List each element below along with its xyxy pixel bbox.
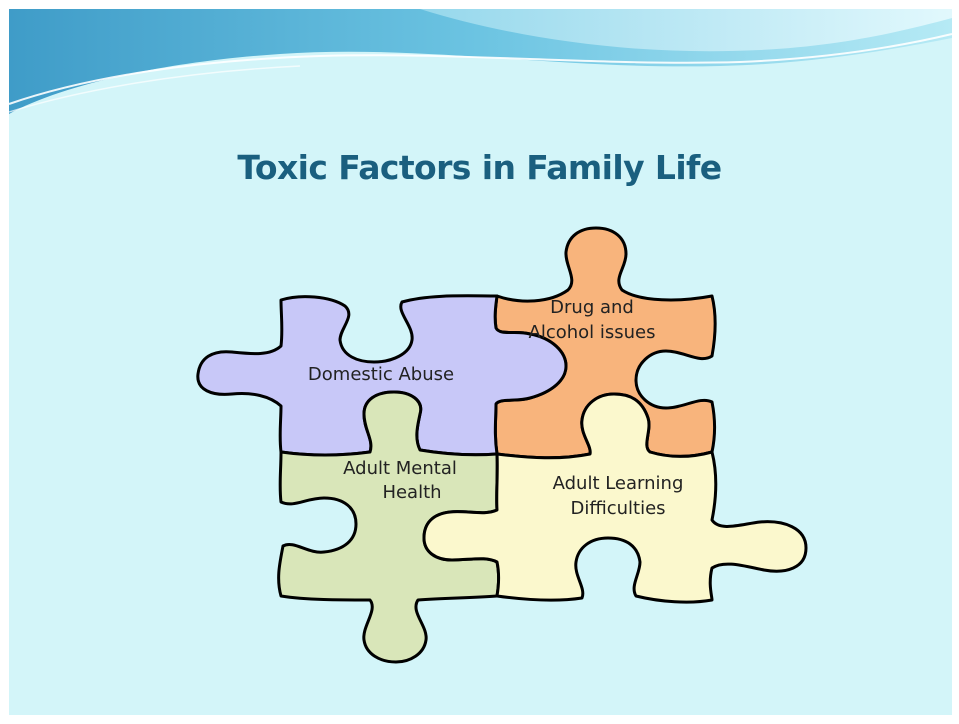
label-domestic-abuse: Domestic Abuse — [308, 364, 454, 385]
label-mental-line1: Adult Mental — [343, 458, 457, 479]
puzzle-piece-adult-learning — [422, 392, 808, 604]
label-drug-line2: Alcohol issues — [529, 322, 656, 343]
slide-title: Toxic Factors in Family Life — [237, 148, 722, 187]
label-mental-line2: Health — [382, 482, 441, 503]
label-drug-line1: Drug and — [550, 297, 634, 318]
label-learning-line2: Difficulties — [570, 498, 665, 519]
label-learning-line1: Adult Learning — [553, 473, 684, 494]
header-wave — [8, 9, 953, 114]
